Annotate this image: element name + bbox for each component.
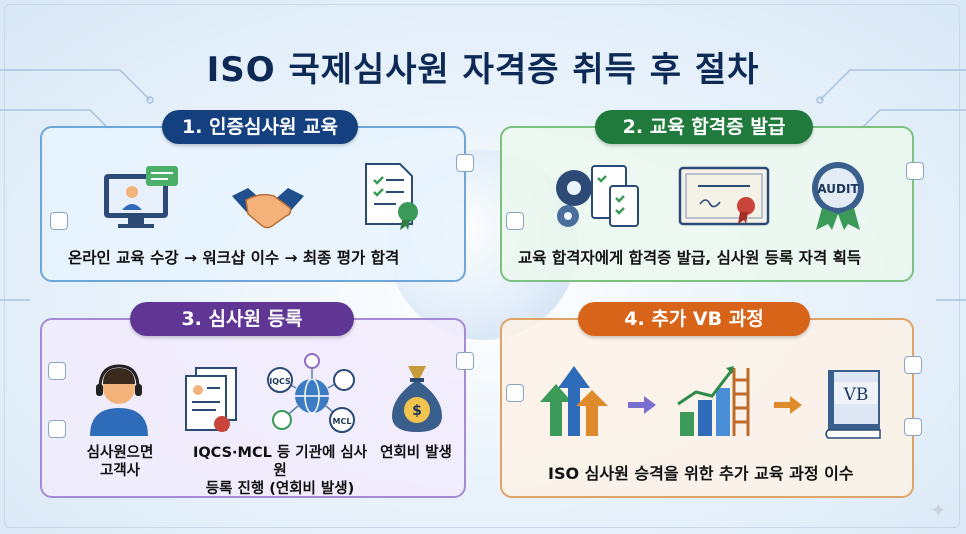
computer-icon bbox=[104, 166, 178, 228]
arrow-right-icon-2 bbox=[774, 396, 802, 414]
document-side-icon bbox=[50, 212, 68, 230]
user-side-icon bbox=[456, 154, 474, 172]
outer-frame bbox=[4, 4, 960, 528]
link-side-icon bbox=[904, 418, 922, 436]
book-text: VB bbox=[843, 385, 869, 405]
step4-label: 4. 추가 VB 과정 bbox=[578, 302, 810, 336]
growth-chart-icon bbox=[677, 366, 750, 436]
scales-side-icon bbox=[904, 356, 922, 374]
arrows-up-icon bbox=[540, 366, 608, 436]
network-side-icon bbox=[456, 352, 474, 370]
money-bag-icon: $ bbox=[392, 366, 442, 432]
lightbulb-side-icon bbox=[906, 162, 924, 180]
book-icon: VB bbox=[825, 370, 881, 439]
step3-item1-text: 심사원으면 고객사 bbox=[70, 444, 170, 480]
step2-label: 2. 교육 합격증 발급 bbox=[595, 110, 813, 144]
step3-item2-line1: IQCS·MCL 등 기관에 심사원 bbox=[192, 445, 368, 479]
step3-item3-text: 연회비 발생 bbox=[380, 445, 452, 461]
documents-icon bbox=[185, 367, 237, 432]
tools-side-icon bbox=[506, 384, 524, 402]
handshake-icon bbox=[232, 188, 304, 229]
mcl-logo-text: MCL bbox=[333, 417, 352, 426]
step2-caption: 교육 합격자에게 합격증 발급, 심사원 등록 자격 획득 bbox=[518, 249, 862, 267]
headset-person-icon bbox=[90, 364, 148, 436]
presentation-side-icon bbox=[48, 420, 66, 438]
step3-item1-line1: 심사원으면 bbox=[86, 445, 154, 461]
hardhat-side-icon bbox=[506, 212, 524, 230]
step4-caption: ISO 심사원 승격을 위한 추가 교육 과정 이수 bbox=[548, 464, 854, 483]
svg-text:$: $ bbox=[412, 403, 422, 419]
page-title: ISO 국제심사원 자격증 취득 후 절차 bbox=[206, 50, 760, 90]
sparkle-icon: ✦ bbox=[930, 498, 947, 522]
step1-caption: 온라인 교육 수강 → 워크샵 이수 → 최종 평가 합격 bbox=[68, 249, 400, 267]
gears-checklist-icon bbox=[556, 165, 639, 227]
arrow-right-icon-1 bbox=[628, 396, 656, 414]
step1-label: 1. 인증심사원 교육 bbox=[162, 110, 358, 144]
step3-item1-line2: 고객사 bbox=[99, 463, 141, 479]
certificate-icon bbox=[365, 163, 418, 230]
diploma-icon bbox=[678, 166, 770, 226]
globe-network-icon: IQCS MCL bbox=[267, 353, 355, 433]
step3-item2-text: IQCS·MCL 등 기관에 심사원 등록 진행 (연회비 발생) bbox=[188, 444, 372, 498]
shield-side-icon bbox=[48, 362, 66, 380]
audit-badge-icon: AUDIT bbox=[812, 162, 864, 230]
audit-badge-text: AUDIT bbox=[817, 182, 859, 196]
step3-label: 3. 심사원 등록 bbox=[130, 302, 354, 336]
iqcs-logo-text: IQCS bbox=[269, 377, 291, 386]
step3-item2-line2: 등록 진행 (연회비 발생) bbox=[205, 481, 355, 497]
